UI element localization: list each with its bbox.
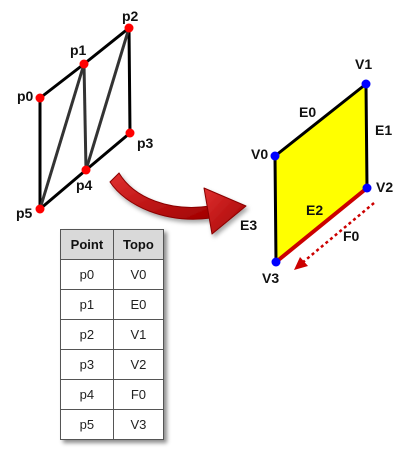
face-label-E0: E0 xyxy=(299,104,316,120)
point-topo-table-container: Point Topo p0 V0 p1 E0 p2 V1 p3 V2 p4 xyxy=(60,229,165,440)
arrow-head xyxy=(203,187,247,235)
mesh-edge-p0-p4 xyxy=(38,63,86,210)
face-vertex-V3 xyxy=(271,257,281,267)
face-vertex-V1 xyxy=(361,79,371,89)
point-topo-table: Point Topo p0 V0 p1 E0 p2 V1 p3 V2 p4 xyxy=(60,229,165,440)
table-row: p3 V2 xyxy=(60,349,165,380)
cell-point: p5 xyxy=(60,409,114,440)
mesh-label-p2: p2 xyxy=(122,8,139,24)
face-label-V2: V2 xyxy=(376,179,393,195)
face-label-E1: E1 xyxy=(375,122,392,138)
edge-E2-direction-arrowhead xyxy=(294,257,308,270)
cell-point: p0 xyxy=(60,259,114,290)
face-label-V0: V0 xyxy=(251,146,268,162)
edge-E2-highlight xyxy=(274,186,369,264)
topology-face: V0 V1 V2 V3 E0 E1 E2 E3 F0 xyxy=(240,56,393,286)
mesh-label-p4: p4 xyxy=(76,177,93,193)
cell-topo: E0 xyxy=(112,289,165,320)
mesh-point-p1 xyxy=(79,59,89,69)
cell-point: p1 xyxy=(60,289,114,320)
table-row: p0 V0 xyxy=(60,259,165,290)
mesh-edge-p1-p4 xyxy=(82,63,88,171)
edge-E2-direction-arrow xyxy=(301,202,375,264)
mesh-label-p5: p5 xyxy=(16,205,33,221)
mesh-label-p0: p0 xyxy=(17,88,34,104)
table-row: p4 F0 xyxy=(60,379,165,410)
face-vertex-V0 xyxy=(270,151,280,161)
face-label-F0: F0 xyxy=(343,228,360,244)
mesh-point-p5 xyxy=(35,204,45,214)
mesh-point-p0 xyxy=(35,93,45,103)
table-row: p1 E0 xyxy=(60,289,165,320)
face-label-E3: E3 xyxy=(240,217,257,233)
cell-point: p4 xyxy=(60,379,114,410)
cell-point: p2 xyxy=(60,319,114,350)
cell-topo: V0 xyxy=(112,259,165,290)
mesh-point-p2 xyxy=(124,23,134,33)
header-point: Point xyxy=(60,229,114,260)
cell-topo: V3 xyxy=(112,409,165,440)
table-row: p2 V1 xyxy=(60,319,165,350)
mesh-point-p3 xyxy=(125,128,135,138)
cell-topo: F0 xyxy=(112,379,165,410)
mesh-label-p3: p3 xyxy=(137,135,154,151)
mesh-edge-p4-p2 xyxy=(84,27,131,171)
arrow-shaft xyxy=(109,172,212,220)
cell-point: p3 xyxy=(60,349,114,380)
face-label-E2: E2 xyxy=(306,202,323,218)
face-vertex-V2 xyxy=(362,183,372,193)
transform-arrow xyxy=(109,172,247,235)
table-row: p5 V3 xyxy=(60,409,165,440)
face-label-V3: V3 xyxy=(262,270,279,286)
header-topo: Topo xyxy=(112,229,165,260)
cell-topo: V1 xyxy=(112,319,165,350)
face-label-V1: V1 xyxy=(355,56,372,72)
table-header-row: Point Topo xyxy=(60,229,165,260)
mesh-label-p1: p1 xyxy=(70,42,87,58)
mesh-point-p4 xyxy=(81,165,91,175)
cell-topo: V2 xyxy=(112,349,165,380)
left-mesh: p0 p1 p2 p3 p4 p5 xyxy=(16,8,154,221)
